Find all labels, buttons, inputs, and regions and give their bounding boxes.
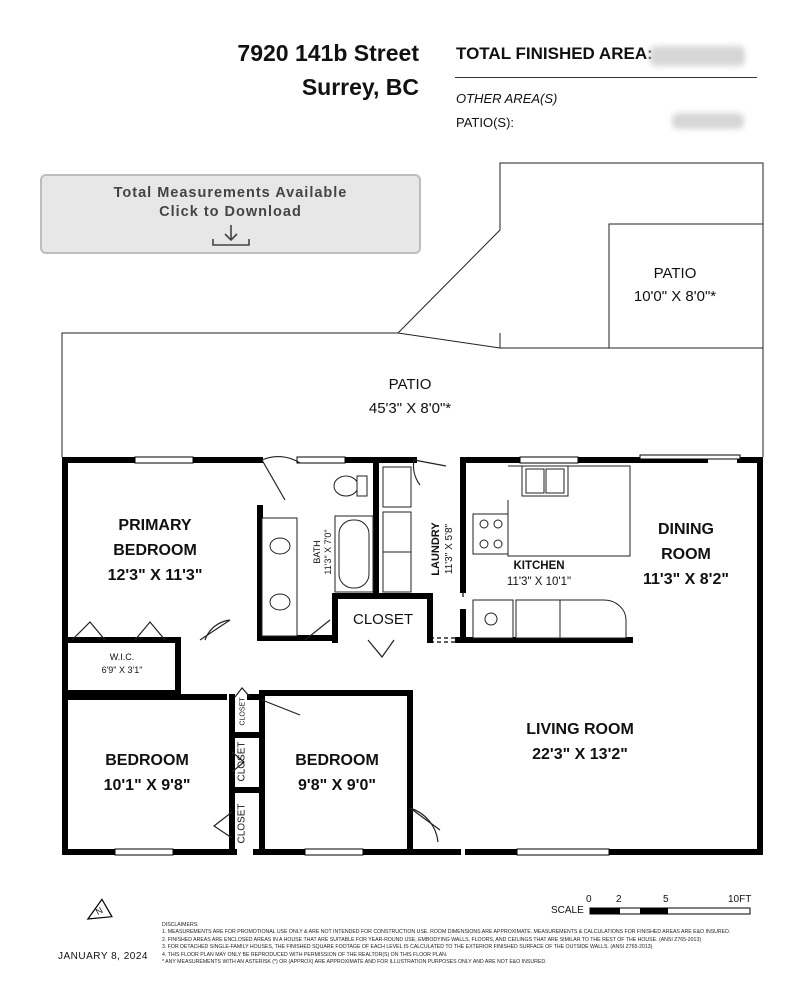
scale-label: SCALE — [551, 905, 584, 916]
living-name: LIVING ROOM — [526, 721, 634, 738]
closet-bottom-label: CLOSET — [236, 803, 248, 844]
closet-mid-label: CLOSET — [236, 741, 248, 782]
bath-label: BATH 11'3" X 7'0" — [312, 507, 334, 597]
bedroom-mid-name: BEDROOM — [295, 752, 379, 769]
bedroom-mid-label: BEDROOM 9'8" X 9'0" — [272, 748, 402, 798]
scale-tick-2: 2 — [616, 894, 622, 905]
total-finished-area-label: TOTAL FINISHED AREA: — [456, 44, 653, 63]
bedroom-left-dims: 10'1" X 9'8" — [103, 777, 191, 794]
disclaimer-line-5: * ANY MEASUREMENTS WITH AN ASTERISK (*) … — [162, 959, 547, 966]
patio-upper-outline — [397, 162, 764, 348]
disclaimer-line-4: 4. THIS FLOOR PLAN MAY ONLY BE REPRODUCE… — [162, 951, 448, 958]
laundry-label: LAUNDRY 11'3" X 5'8" — [429, 499, 457, 599]
download-line-2: Click to Download — [159, 204, 302, 220]
closet-main-label: CLOSET — [352, 611, 413, 628]
disclaimers: DISCLAIMERS: 1. MEASUREMENTS ARE FOR PRO… — [162, 922, 762, 966]
wic-name: W.I.C. — [109, 652, 135, 662]
scale-bar — [589, 907, 751, 915]
disclaimer-line-3: 3. FOR DETACHED SINGLE-FAMILY HOUSES, TH… — [162, 944, 653, 951]
patio-main-outline — [61, 332, 764, 457]
north-compass-icon — [86, 898, 113, 920]
primary-bedroom-name-1: PRIMARY — [118, 517, 192, 534]
disclaimer-line-2: 2. FINISHED AREAS ARE ENCLOSED AREAS IN … — [162, 936, 702, 943]
patio-small-dims: 10'0" X 8'0"* — [633, 288, 717, 305]
disclaimer-line-1: 1. MEASUREMENTS ARE FOR PROMOTIONAL USE … — [162, 929, 731, 936]
bedroom-left-label: BEDROOM 10'1" X 9'8" — [82, 748, 212, 798]
patio-small-outline — [608, 223, 764, 349]
plan-date: JANUARY 8, 2024 — [58, 951, 148, 962]
wic-dims: 6'9" X 3'1" — [101, 665, 143, 675]
dining-dims: 11'3" X 8'2" — [643, 571, 729, 588]
living-room-label: LIVING ROOM 22'3" X 13'2" — [500, 717, 660, 767]
laundry-dims: 11'3" X 5'8" — [444, 523, 455, 575]
address-line-2: Surrey, BC — [301, 74, 419, 100]
closet-top-label: CLOSET — [239, 697, 247, 726]
dining-name-2: ROOM — [661, 546, 711, 563]
primary-bedroom-label: PRIMARY BEDROOM 12'3" X 11'3" — [80, 513, 230, 588]
scale-tick-0: 0 — [586, 894, 592, 905]
download-measurements-button[interactable]: Total Measurements Available Click to Do… — [40, 174, 421, 254]
kitchen-label: KITCHEN 11'3" X 10'1" — [484, 558, 594, 590]
header-divider — [455, 77, 757, 78]
patio-small-name: PATIO — [653, 265, 697, 282]
bath-name: BATH — [312, 540, 322, 564]
scale-tick-10: 10FT — [728, 894, 752, 905]
download-arrow-icon — [211, 225, 250, 246]
dining-name-1: DINING — [658, 521, 714, 538]
doors — [71, 455, 447, 843]
wic-label: W.I.C. 6'9" X 3'1" — [82, 651, 162, 677]
blurred-total-area — [650, 46, 745, 66]
download-line-1: Total Measurements Available — [113, 185, 348, 201]
patio-main-name: PATIO — [388, 376, 432, 393]
kitchen-name: KITCHEN — [513, 560, 565, 572]
kitchen-dims: 11'3" X 10'1" — [506, 576, 572, 588]
address-line-1: 7920 141b Street — [237, 40, 419, 66]
living-dims: 22'3" X 13'2" — [532, 746, 628, 763]
other-areas-label: OTHER AREA(S) — [456, 91, 558, 106]
disclaimers-title: DISCLAIMERS: — [162, 922, 199, 928]
patios-label: PATIO(S): — [456, 115, 515, 130]
windows — [114, 454, 741, 856]
patio-small-label: PATIO 10'0" X 8'0"* — [620, 262, 730, 308]
scale-tick-5: 5 — [663, 894, 669, 905]
patio-main-dims: 45'3" X 8'0"* — [368, 400, 452, 417]
bath-dims: 11'3" X 7'0" — [323, 529, 333, 575]
bedroom-mid-dims: 9'8" X 9'0" — [298, 777, 376, 794]
bedroom-left-name: BEDROOM — [105, 752, 189, 769]
laundry-name: LAUNDRY — [430, 522, 442, 576]
primary-bedroom-dims: 12'3" X 11'3" — [107, 567, 203, 584]
patio-main-label: PATIO 45'3" X 8'0"* — [330, 373, 490, 421]
dining-room-label: DINING ROOM 11'3" X 8'2" — [626, 517, 746, 592]
fixtures — [261, 465, 631, 639]
primary-bedroom-name-2: BEDROOM — [113, 542, 197, 559]
blurred-patio-area — [672, 113, 744, 129]
